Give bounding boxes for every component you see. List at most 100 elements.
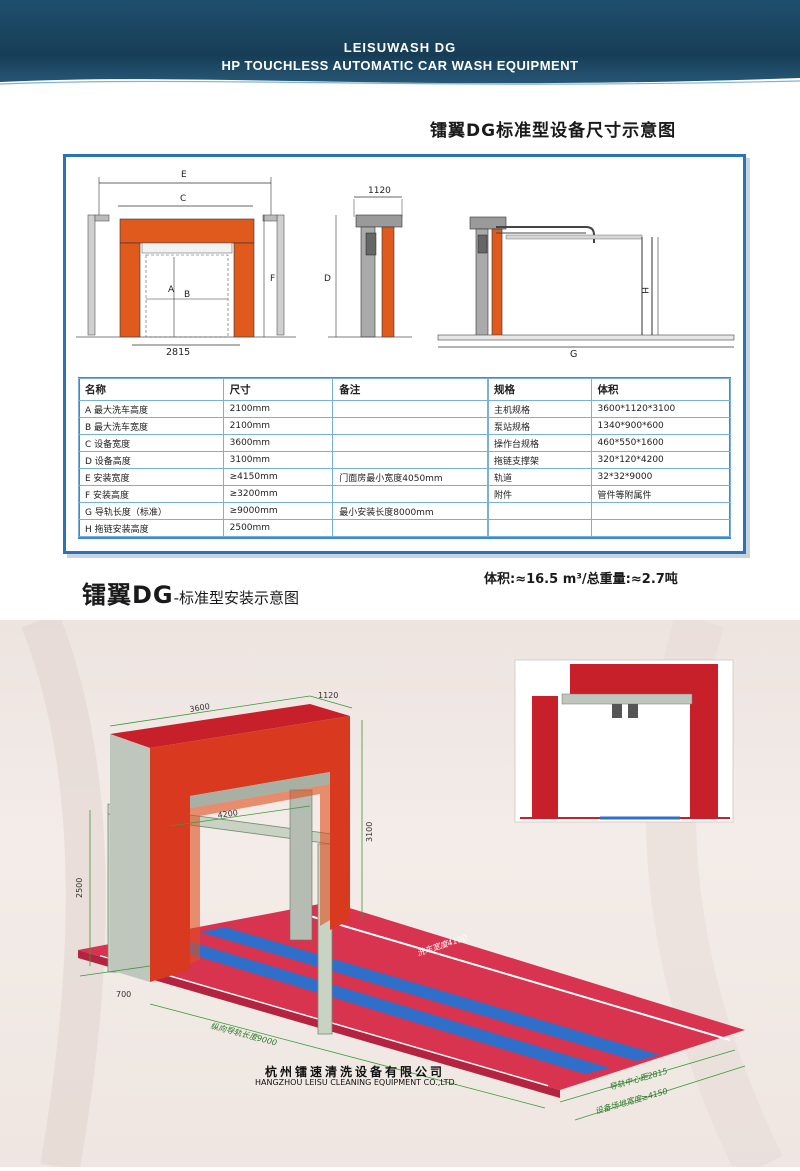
dimension-section-title: 镭翼DG标准型设备尺寸示意图 xyxy=(430,121,677,141)
spec-cell-name: E 安装宽度 xyxy=(78,468,224,486)
volume-cell-value: 460*550*1600 xyxy=(590,434,732,452)
volume-cell-spec: 泵站规格 xyxy=(487,417,592,435)
spec-cell-note xyxy=(332,417,489,435)
side-view-drawing: 1120 D xyxy=(324,186,412,338)
volume-cell-spec xyxy=(487,502,592,520)
spec-cell-size: 2100mm xyxy=(222,400,334,418)
volume-cell-spec: 轨道 xyxy=(487,468,592,486)
label-2815: 2815 xyxy=(166,347,190,358)
install-render: 3600 1120 3100 2500 700 4200 纵向导轨长度9000 … xyxy=(0,612,800,1171)
spec-cell-size: 2500mm xyxy=(222,519,334,537)
technical-drawings: E C A B F 2815 xyxy=(76,170,735,360)
volume-cell-value: 管件等附属件 xyxy=(590,485,732,503)
spec-header-note: 备注 xyxy=(332,378,489,401)
volume-summary: 体积:≈16.5 m³/总重量:≈2.7吨 xyxy=(484,572,678,587)
volume-cell-spec: 拖链支撑架 xyxy=(487,451,592,469)
spec-header-size: 尺寸 xyxy=(222,378,334,401)
label-a: A xyxy=(168,285,175,295)
table-row: 附件管件等附属件 xyxy=(487,485,732,503)
spec-cell-name: C 设备宽度 xyxy=(78,434,224,452)
label-f: F xyxy=(270,274,275,284)
header-brand: LEISUWASH DG xyxy=(343,40,457,55)
spec-cell-note xyxy=(332,451,489,469)
spec-cell-name: F 安装高度 xyxy=(78,485,224,503)
dim-1120: 1120 xyxy=(318,691,338,700)
table-row: F 安装高度≥3200mm xyxy=(78,485,489,503)
install-dimension-lines xyxy=(79,695,746,1121)
volume-cell-value xyxy=(590,502,732,520)
dimension-frame: E C A B F 2815 xyxy=(63,154,746,554)
spec-cell-note: 门面房最小宽度4050mm xyxy=(332,468,489,486)
volume-cell-spec: 操作台规格 xyxy=(487,434,592,452)
spec-cell-note xyxy=(332,434,489,452)
label-d: D xyxy=(324,274,331,284)
spec-cell-name: A 最大洗车高度 xyxy=(78,400,224,418)
spec-header-name: 名称 xyxy=(78,378,224,401)
spec-cell-note xyxy=(332,400,489,418)
volume-cell-spec: 主机规格 xyxy=(487,400,592,418)
company-name-cn: 杭州镭速清洗设备有限公司 xyxy=(265,1065,446,1079)
volume-cell-spec xyxy=(487,519,592,537)
header-wave-decoration xyxy=(0,78,800,92)
volume-cell-value: 32*32*9000 xyxy=(590,468,732,486)
label-h: H xyxy=(639,287,649,294)
company-name-en: HANGZHOU LEISU CLEANING EQUIPMENT CO.,LT… xyxy=(255,1078,458,1087)
dim-site-width: 设备场地宽度≥4150 xyxy=(594,1087,669,1116)
label-e: E xyxy=(181,170,187,180)
label-b: B xyxy=(184,290,190,300)
inset-photo xyxy=(514,659,734,823)
spec-cell-name: B 最大洗车宽度 xyxy=(78,417,224,435)
front-view-drawing: E C A B F 2815 xyxy=(76,170,296,358)
spec-cell-name: D 设备高度 xyxy=(78,451,224,469)
dim-3100: 3100 xyxy=(365,822,374,842)
volume-cell-value: 3600*1120*3100 xyxy=(590,400,732,418)
install-title-brand: 镭翼DG xyxy=(82,581,174,609)
rail-view-drawing: H G xyxy=(437,216,735,360)
wash-machine-gantry xyxy=(110,704,350,982)
label-c: C xyxy=(180,194,186,204)
dim-rail-length: 纵向导轨长度9000 xyxy=(209,1021,277,1047)
dim-4200: 4200 xyxy=(217,808,238,820)
spec-cell-size: 3600mm xyxy=(222,434,334,452)
spec-table-header: 名称 尺寸 备注 xyxy=(78,378,489,401)
install-section-title: 镭翼DG-标准型安装示意图 xyxy=(82,575,299,610)
volume-header-spec: 规格 xyxy=(487,378,592,401)
label-g: G xyxy=(570,349,577,360)
volume-cell-value: 320*120*4200 xyxy=(590,451,732,469)
spec-cell-note xyxy=(332,519,489,537)
volume-table-header: 规格 体积 xyxy=(487,378,732,401)
volume-cell-spec: 附件 xyxy=(487,485,592,503)
volume-header-volume: 体积 xyxy=(590,378,732,401)
spec-cell-size: ≥9000mm xyxy=(222,502,334,520)
table-row xyxy=(487,519,732,537)
table-row xyxy=(487,502,732,520)
spec-cell-note: 最小安装长度8000mm xyxy=(332,502,489,520)
spec-cell-name: G 导轨长度（标准） xyxy=(78,502,224,520)
volume-cell-value xyxy=(590,519,732,537)
spec-cell-size: ≥4150mm xyxy=(222,468,334,486)
dim-2500: 2500 xyxy=(75,878,84,898)
page-header: LEISUWASH DG HP TOUCHLESS AUTOMATIC CAR … xyxy=(0,0,800,92)
volume-cell-value: 1340*900*600 xyxy=(590,417,732,435)
spec-cell-name: H 拖链安装高度 xyxy=(78,519,224,537)
install-title-suffix: -标准型安装示意图 xyxy=(173,589,300,607)
spec-cell-size: 3100mm xyxy=(222,451,334,469)
label-1120: 1120 xyxy=(368,186,391,196)
header-subtitle: HP TOUCHLESS AUTOMATIC CAR WASH EQUIPMEN… xyxy=(221,58,579,73)
install-render-illustration: 3600 1120 3100 2500 700 4200 纵向导轨长度9000 … xyxy=(21,612,783,1171)
dim-3600: 3600 xyxy=(189,702,211,714)
